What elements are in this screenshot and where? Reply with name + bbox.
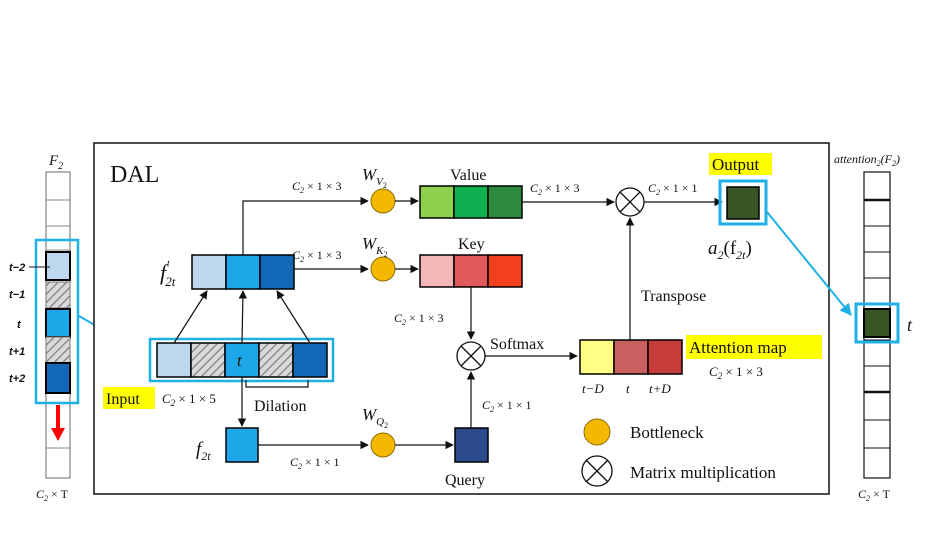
input-cell-5 [292, 342, 328, 378]
dilation-label: Dilation [254, 398, 306, 415]
softmax-label: Softmax [490, 336, 544, 353]
row-label-t-minus-2: t−2 [9, 262, 25, 274]
left-column-title: F2 [48, 153, 63, 172]
legend-matmul-icon [581, 455, 613, 487]
right-cell-highlight [854, 302, 900, 344]
input-cell-1 [156, 342, 192, 378]
wq-label: WQ2 [362, 405, 388, 430]
value-cell-2 [453, 185, 489, 219]
output-label-highlight [709, 153, 772, 175]
left-feature-column: F2 t−2 t−1 t t+1 t+2 C2 × T [9, 153, 80, 503]
value-block [419, 185, 523, 219]
f2t-label: f2t [196, 439, 211, 463]
attention-cell-2 [613, 339, 649, 375]
right-t-label: t [907, 315, 913, 335]
value-label: Value [450, 167, 486, 184]
value-path-arrow [242, 196, 369, 255]
attention-map-block [579, 339, 683, 375]
key-cell-2 [453, 254, 489, 288]
output-formula: a2(f2t) [708, 238, 752, 262]
left-cell-t-plus-1 [45, 336, 71, 364]
input-strip: t [148, 337, 335, 383]
query-bottleneck [370, 432, 396, 458]
attention-map-label: Attention map [689, 338, 787, 357]
legend-bottleneck-label: Bottleneck [630, 423, 704, 442]
transpose-label: Transpose [641, 288, 706, 305]
dal-title: DAL [110, 162, 159, 188]
wv-label: WV2 [362, 165, 387, 190]
left-column-footer: C2 × T [36, 487, 69, 503]
value-input-dimension: C2 × 1 × 3 [292, 179, 342, 195]
f2t-prime-block [191, 254, 295, 290]
f2t-cell [225, 427, 259, 463]
input-cell-4 [258, 342, 294, 378]
input-dimension: C2 × 1 × 5 [162, 391, 216, 408]
row-label-t: t [17, 319, 22, 331]
output-dimension: C2 × 1 × 1 [648, 181, 698, 197]
output-highlight [718, 179, 768, 226]
row-label-t-minus-1: t−1 [9, 289, 25, 301]
query-cell [454, 427, 489, 463]
legend-bottleneck-icon [583, 418, 611, 446]
query-label: Query [445, 472, 485, 489]
key-cell-3 [487, 254, 523, 288]
left-cell-t-plus-2 [45, 362, 71, 394]
attention-tick-1: t−D [582, 381, 604, 396]
input-cell-3 [224, 342, 260, 378]
right-column-footer: C2 × T [858, 487, 891, 503]
output-cell [726, 186, 760, 220]
attention-tick-2: t [626, 381, 630, 396]
output-matmul-icon [615, 187, 645, 217]
row-label-t-plus-2: t+2 [9, 373, 25, 385]
dilation-bracket [245, 380, 309, 388]
f2t-prime-cell-3 [259, 254, 295, 290]
key-bottleneck [370, 256, 396, 282]
key-input-dimension: C2 × 1 × 3 [292, 248, 342, 264]
query-input-dimension: C2 × 1 × 1 [290, 455, 340, 471]
attention-map-highlight [686, 335, 822, 359]
legend-matmul-label: Matrix multiplication [630, 463, 776, 482]
attention-cell-3 [647, 339, 683, 375]
left-cell-t-minus-1 [45, 281, 71, 309]
left-cell-t [45, 308, 71, 338]
right-cell-t [863, 308, 891, 338]
input-label: Input [106, 391, 140, 408]
attention-cell-1 [579, 339, 615, 375]
attention-dimension: C2 × 1 × 3 [709, 364, 763, 381]
key-label: Key [458, 236, 485, 253]
attention-tick-3: t+D [649, 381, 671, 396]
row-label-t-plus-1: t+1 [9, 346, 25, 358]
input-cell-2 [190, 342, 226, 378]
output-label: Output [712, 155, 760, 174]
key-dimension: C2 × 1 × 3 [394, 311, 444, 327]
input-center-label: t [237, 351, 243, 370]
right-column-title: attention2(F2) [834, 152, 900, 168]
right-attention-column: attention2(F2) t C2 × T [834, 152, 913, 503]
f2t-prime-cell-1 [191, 254, 227, 290]
value-cell-3 [487, 185, 523, 219]
key-block [419, 254, 523, 288]
f2t-prime-label: f′2t [160, 259, 176, 289]
f2t-prime-cell-2 [225, 254, 261, 290]
value-dimension: C2 × 1 × 3 [530, 181, 580, 197]
value-bottleneck [370, 188, 396, 214]
key-cell-1 [419, 254, 455, 288]
value-cell-1 [419, 185, 455, 219]
wk-label: WK2 [362, 234, 388, 259]
left-window-highlight [34, 238, 80, 405]
query-dimension: C2 × 1 × 1 [482, 398, 532, 414]
output-connector [766, 211, 852, 316]
left-cell-t-minus-2 [45, 251, 71, 281]
softmax-matmul-icon [456, 341, 486, 371]
input-label-highlight [103, 387, 155, 409]
